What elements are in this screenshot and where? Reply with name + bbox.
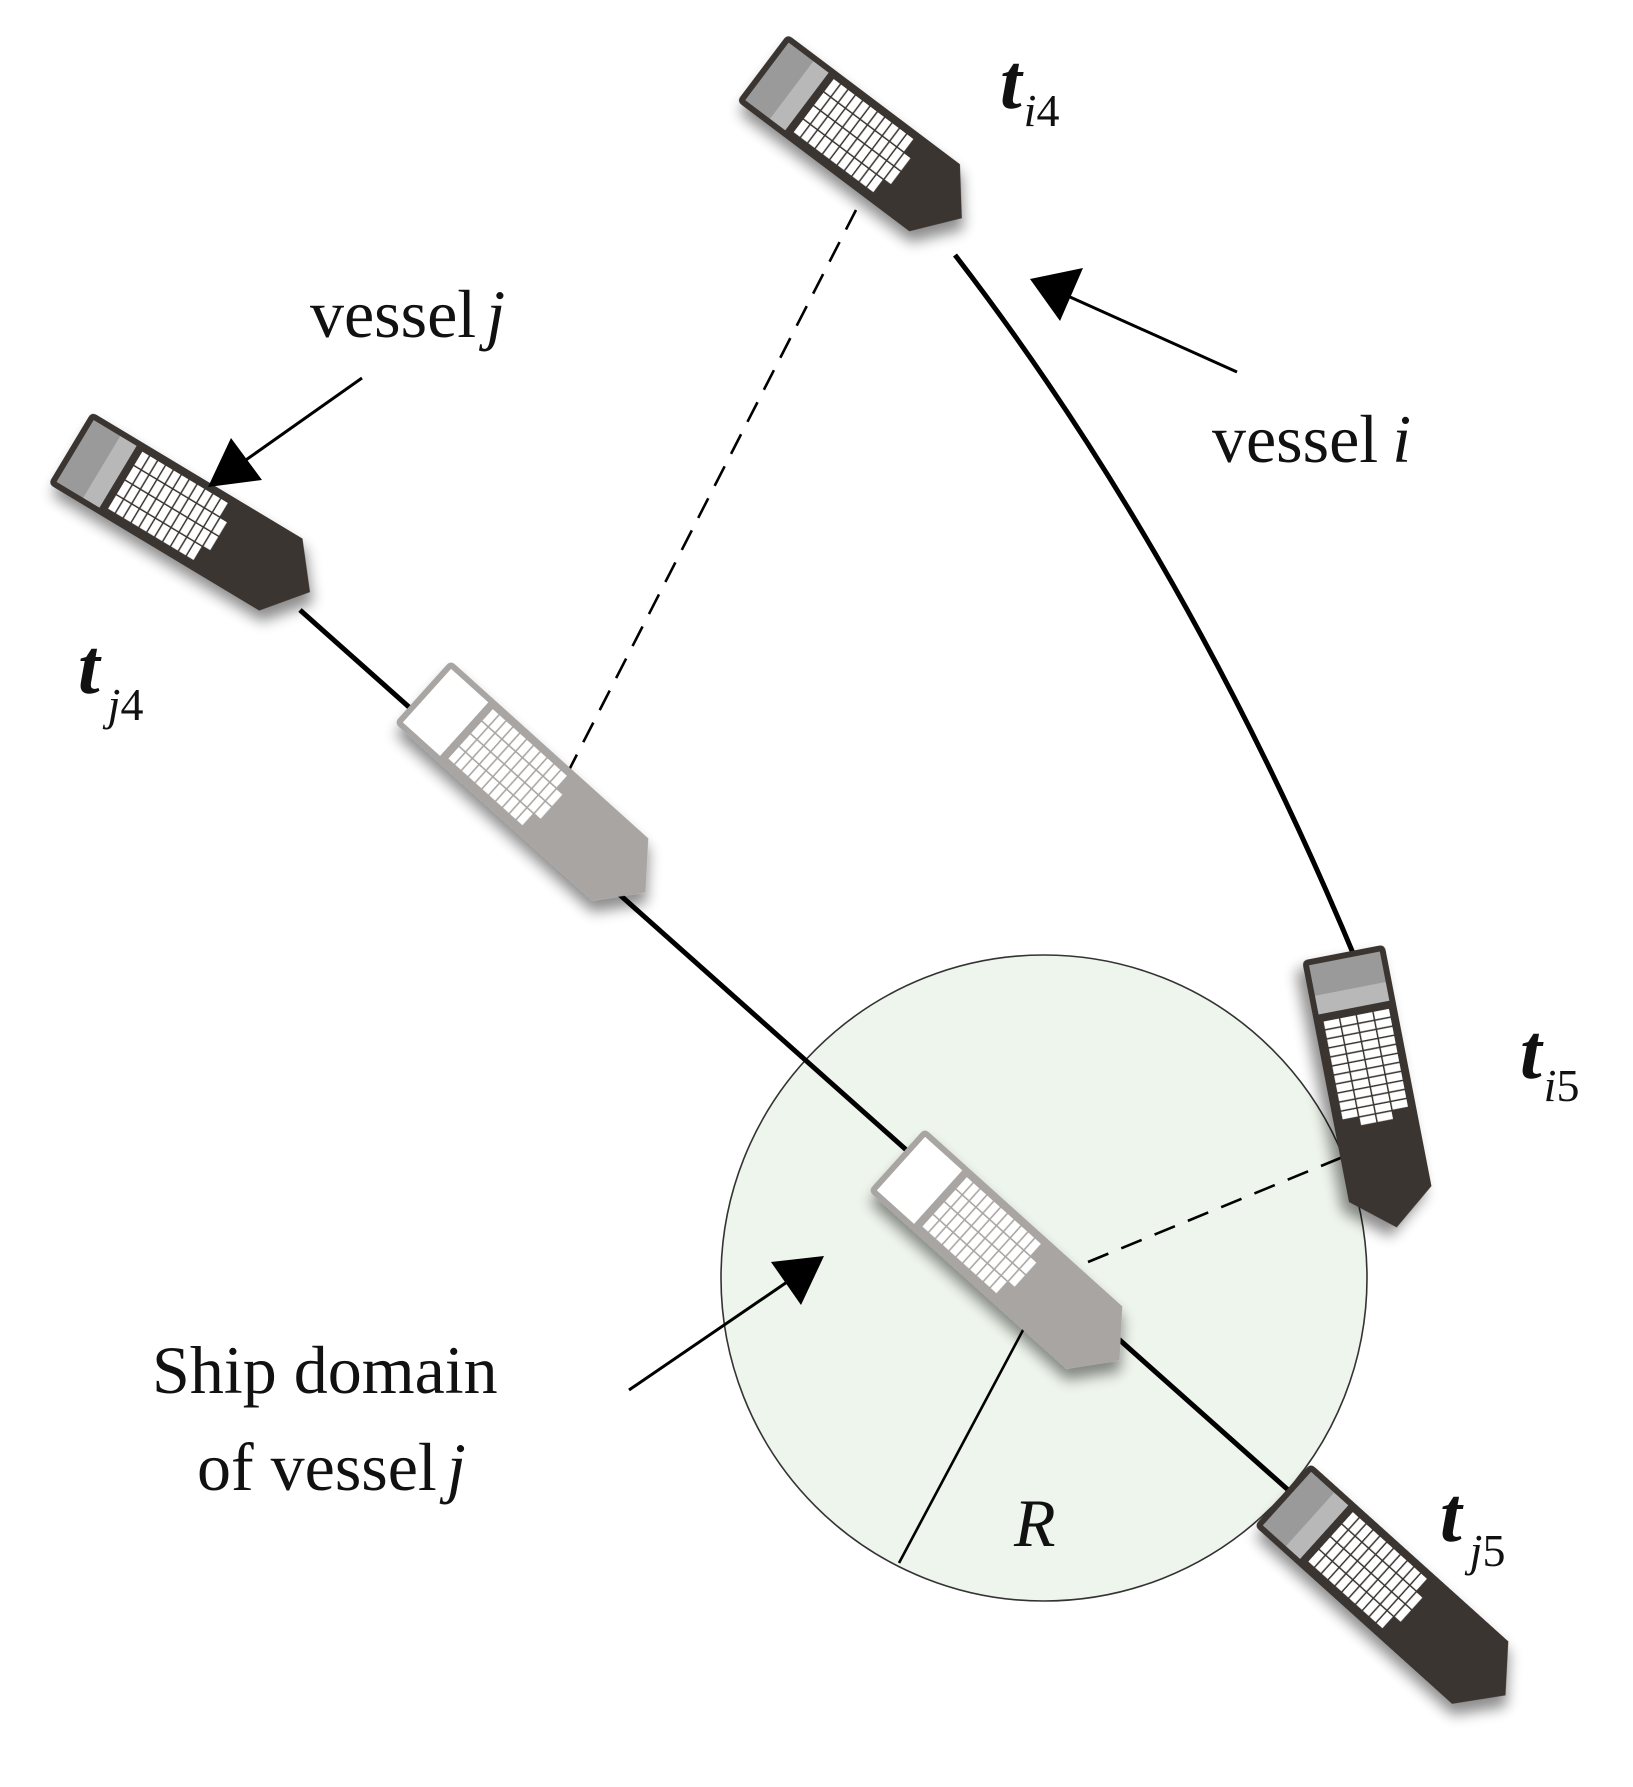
distance-line-t4 (566, 209, 858, 773)
ship-vessel-j-ghost-2 (870, 1130, 1123, 1369)
ship-vessel-i-t5 (1303, 945, 1432, 1228)
ship-vessel-i-t4 (738, 36, 962, 232)
vessel-i-trajectory (953, 253, 1361, 966)
ship-vessel-j-t5 (1256, 1465, 1509, 1704)
radius-label: R (1013, 1485, 1056, 1561)
time-label-i5: ti5 (1520, 1008, 1579, 1111)
distance-line-t5 (1087, 1143, 1373, 1264)
arrow-vessel-j (208, 376, 363, 487)
ship-vessel-j-ghost-1 (396, 662, 649, 901)
ships-layer (50, 36, 1509, 1704)
time-label-i4: ti4 (1000, 38, 1059, 136)
ship-domain-label-line1: Ship domain (152, 1332, 498, 1408)
radius-line (897, 1316, 1032, 1564)
arrow-vessel-i (1030, 268, 1238, 374)
ship-vessel-j-t4 (50, 413, 311, 611)
arrow-ship-domain (628, 1256, 824, 1392)
